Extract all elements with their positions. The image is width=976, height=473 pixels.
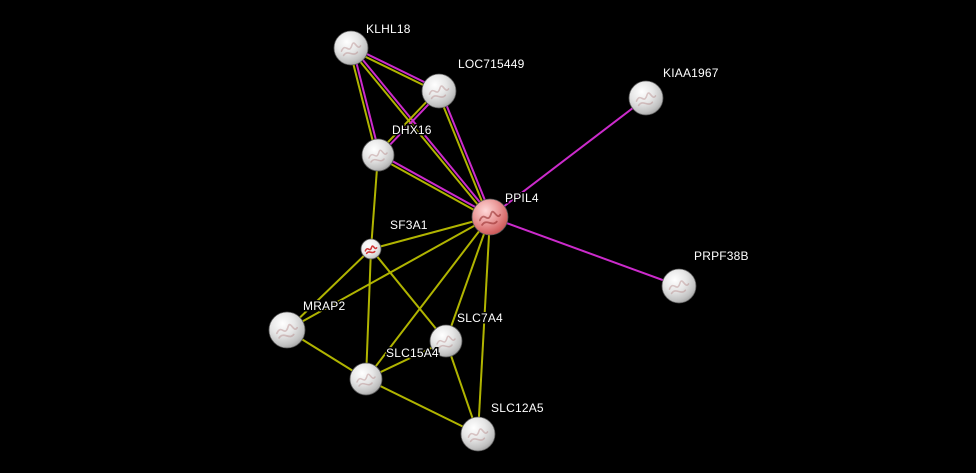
structure-squiggle-icon [635,92,657,107]
node-label-MRAP2: MRAP2 [303,299,345,313]
node-label-SLC15A4: SLC15A4 [386,346,439,360]
node-MRAP2[interactable] [268,311,306,349]
edge-PPIL4-SLC15A4-lime[interactable] [365,216,491,380]
node-LOC715449[interactable] [421,73,457,109]
node-KLHL18[interactable] [333,30,369,66]
edge-SF3A1-MRAP2-lime[interactable] [286,248,372,331]
node-label-SLC7A4: SLC7A4 [457,311,503,325]
edge-PPIL4-SF3A1-lime[interactable] [370,216,491,250]
structure-squiggle-icon [428,85,450,100]
node-sphere [661,268,697,304]
structure-squiggle-icon [340,42,362,57]
node-label-SLC12A5: SLC12A5 [491,401,544,415]
node-label-KIAA1967: KIAA1967 [663,66,719,80]
node-sphere [429,324,463,358]
edge-SF3A1-SLC15A4-lime[interactable] [365,248,372,380]
node-label-PPIL4: PPIL4 [505,191,539,205]
structure-squiggle-icon [467,428,489,443]
node-label-KLHL18: KLHL18 [366,22,411,36]
structure-squiggle-icon [368,149,388,163]
node-SF3A1[interactable] [360,238,382,260]
edge-LOC715449-PPIL4-magenta[interactable] [439,90,493,217]
nodes-layer [268,30,697,452]
node-label-SF3A1: SF3A1 [390,218,428,232]
edge-KLHL18-DHX16-magenta[interactable] [351,47,381,155]
edge-SLC15A4-SLC12A5-lime[interactable] [365,378,479,435]
structure-squiggle-icon [668,280,690,295]
node-label-PRPF38B: PRPF38B [694,249,749,263]
structure-squiggle-icon [364,245,378,255]
node-sphere [361,138,395,172]
node-sphere [333,30,369,66]
node-label-DHX16: DHX16 [392,123,432,137]
node-PPIL4[interactable] [471,198,509,236]
edge-KLHL18-PPIL4-lime[interactable] [349,48,490,219]
edges-layer [286,45,680,435]
node-sphere [628,80,664,116]
edge-KLHL18-DHX16-lime[interactable] [348,48,378,156]
structure-squiggle-icon [356,373,376,387]
edge-PPIL4-SLC7A4-lime[interactable] [445,216,491,342]
node-SLC7A4[interactable] [429,324,463,358]
edge-DHX16-PPIL4-magenta[interactable] [378,152,492,217]
edge-PPIL4-MRAP2-lime[interactable] [286,216,491,331]
node-sphere [349,362,383,396]
structure-squiggle-icon [436,335,456,349]
node-sphere [268,311,306,349]
node-DHX16[interactable] [361,138,395,172]
node-PRPF38B[interactable] [661,268,697,304]
node-SLC12A5[interactable] [460,416,496,452]
node-sphere [421,73,457,109]
edge-PPIL4-PRPF38B-magenta[interactable] [489,216,680,287]
edge-KLHL18-PPIL4-magenta[interactable] [351,46,492,217]
structure-squiggle-icon [275,323,299,339]
structure-squiggle-icon [478,210,502,226]
node-sphere [460,416,496,452]
edge-PPIL4-SLC12A5-lime[interactable] [477,216,491,435]
edge-LOC715449-PPIL4-lime[interactable] [436,91,490,218]
node-SLC15A4[interactable] [349,362,383,396]
node-KIAA1967[interactable] [628,80,664,116]
labels-layer: KLHL18LOC715449KIAA1967DHX16PPIL4SF3A1PR… [302,21,751,417]
edge-SF3A1-SLC7A4-lime[interactable] [370,248,447,342]
edge-DHX16-PPIL4-lime[interactable] [376,155,490,220]
node-label-LOC715449: LOC715449 [458,57,525,71]
edge-KIAA1967-PPIL4-magenta[interactable] [489,97,647,218]
